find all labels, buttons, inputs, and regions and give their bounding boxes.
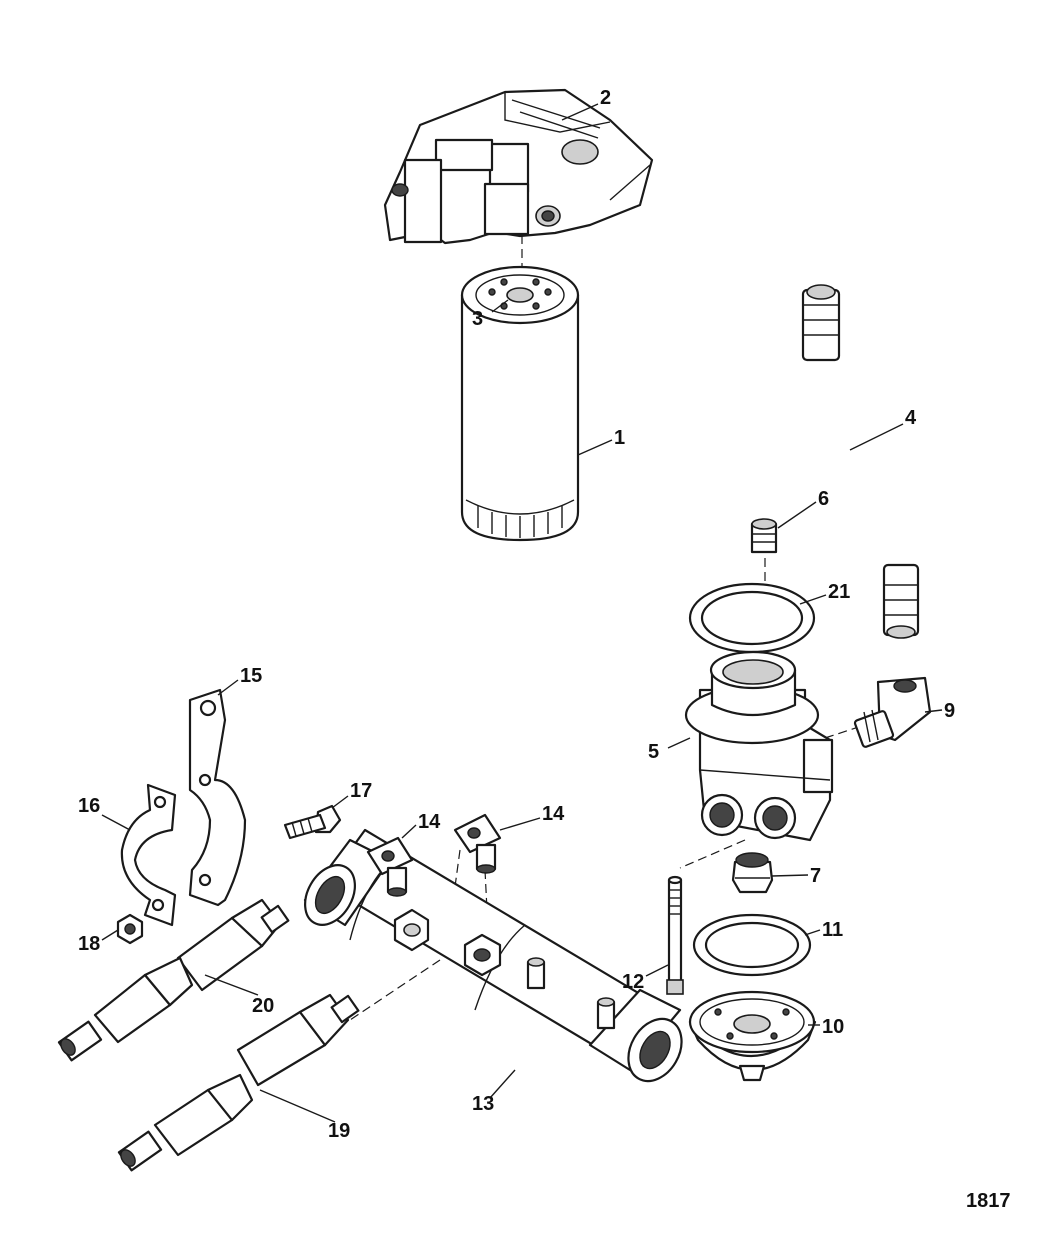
hose-assembly-19 [117, 993, 360, 1172]
oil-line-tube [799, 284, 920, 639]
seal-ring-21 [688, 582, 816, 654]
fitting-14-right [453, 813, 502, 874]
callout-7-label: 7 [810, 865, 821, 887]
callout-6: 6 [818, 488, 829, 510]
clamp-15 [188, 688, 247, 907]
callout-19: 19 [328, 1120, 350, 1142]
clamp-16 [120, 783, 177, 927]
callout-21: 21 [828, 581, 850, 603]
callout-14-right: 14 [542, 803, 565, 825]
callout-3: 3 [472, 308, 483, 330]
seal-ring-11 [692, 913, 812, 977]
callout-11: 11 [822, 919, 843, 941]
elbow-fitting-9 [853, 676, 932, 748]
plug-fitting-6 [750, 518, 778, 554]
callout-9: 9 [944, 700, 955, 722]
nut-18 [116, 913, 144, 945]
oil-filter [460, 265, 580, 542]
callout-4: 4 [905, 407, 917, 429]
plug-fitting-7 [731, 852, 774, 894]
callout-12: 12 [622, 971, 644, 993]
callout-16: 16 [78, 795, 100, 817]
bolt-17 [283, 804, 342, 840]
callout-20: 20 [252, 995, 274, 1017]
callout-18: 18 [78, 933, 100, 955]
callout-10: 10 [822, 1016, 844, 1038]
filter-adapter [684, 650, 834, 842]
filter-bracket [383, 88, 654, 245]
callouts: 2 3 1 4 6 21 5 9 6 6 6 11 10 12 13 14 14… [78, 87, 955, 1142]
callout-2: 2 [600, 87, 611, 109]
figure-number: 1817 [966, 1190, 1011, 1212]
fitting-14-left [366, 836, 414, 897]
leader-lines [101, 103, 943, 1123]
callout-15: 15 [240, 665, 262, 687]
hose-assembly-20 [57, 898, 290, 1062]
callout-5: 5 [648, 741, 659, 763]
filter-cover [688, 990, 817, 1082]
long-bolt [666, 875, 684, 995]
callout-13: 13 [472, 1093, 494, 1115]
callout-14-left: 14 [418, 811, 441, 833]
callout-1: 1 [614, 427, 625, 449]
callout-17: 17 [350, 780, 372, 802]
